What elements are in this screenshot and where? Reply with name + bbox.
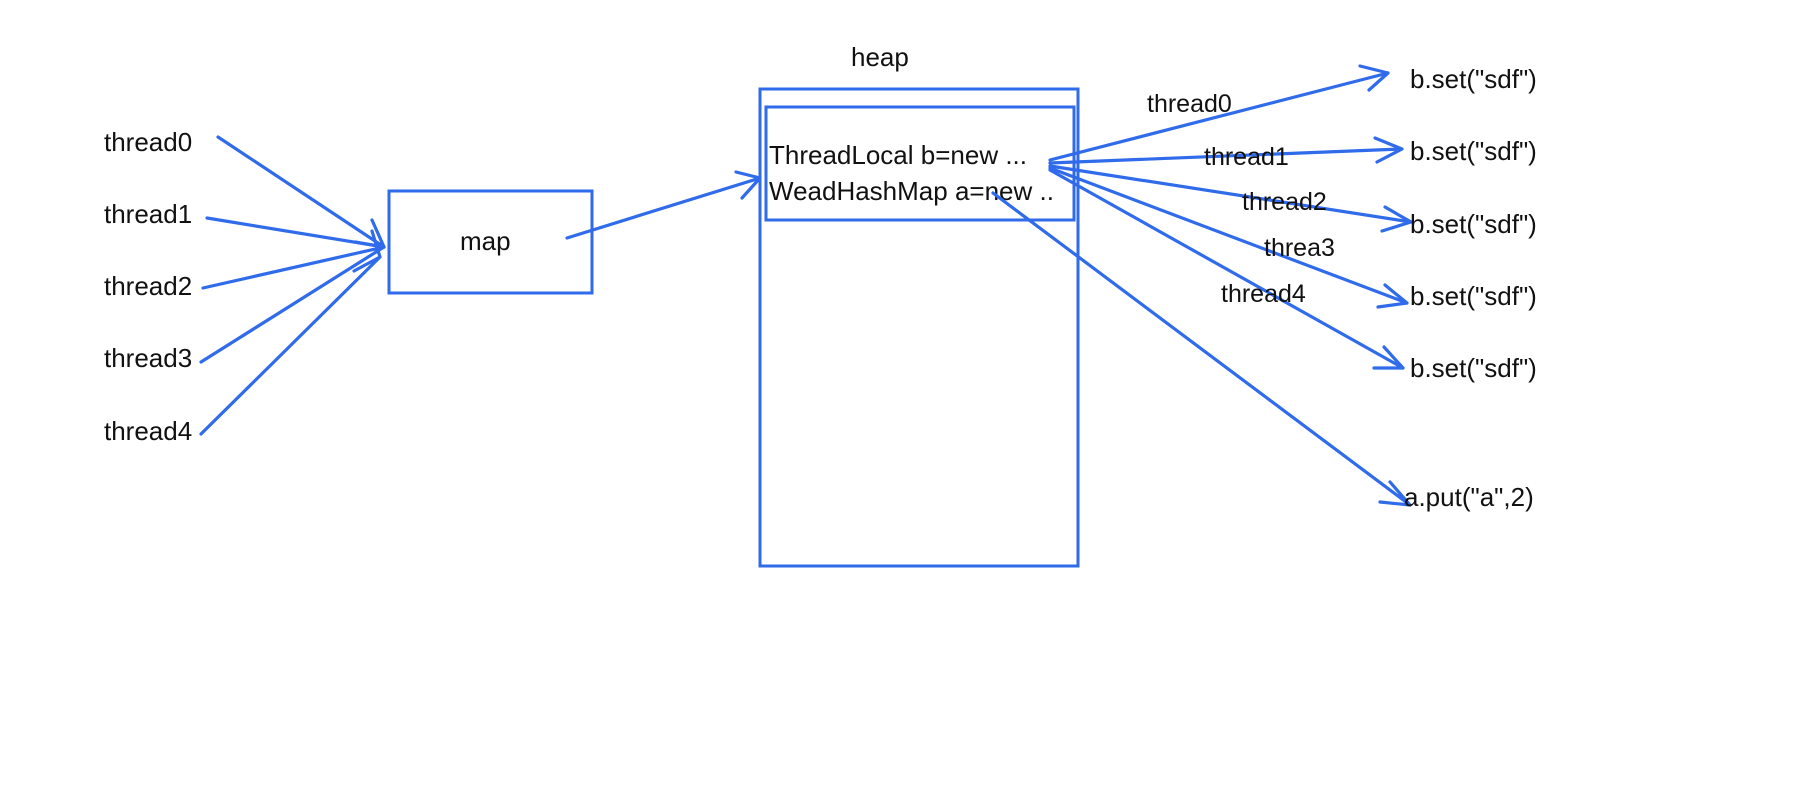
thread-label-3: thread3	[104, 343, 192, 373]
map-label: map	[460, 226, 511, 256]
heap-to-target-arrows	[991, 64, 1413, 507]
arrow-heap-to-target-0	[1048, 64, 1390, 162]
heap-title: heap	[851, 42, 909, 72]
arrow-heap-to-target-5	[991, 191, 1412, 507]
arrow-heap-to-target-2	[1048, 164, 1413, 233]
arrow-map-to-heap	[565, 170, 762, 240]
target-bset-1: b.set("sdf")	[1410, 136, 1537, 166]
thread-label-2: thread2	[104, 271, 192, 301]
target-aput: a.put("a",2)	[1404, 482, 1534, 512]
arrow-heap-to-target-1	[1048, 136, 1404, 165]
thread-to-map-arrows	[199, 135, 386, 436]
thread-label-4: thread4	[104, 416, 192, 446]
edge-label-thread4: thread4	[1221, 280, 1306, 308]
heap-line-threadlocal: ThreadLocal b=new ...	[769, 140, 1027, 170]
heap-line-weakhashmap: WeadHashMap a=new ..	[769, 176, 1054, 206]
heap-box	[758, 87, 1080, 568]
arrow-thread2-to-map	[201, 245, 386, 290]
arrow-thread3-to-map	[199, 245, 386, 364]
target-bset-3: b.set("sdf")	[1410, 281, 1537, 311]
target-bset-4: b.set("sdf")	[1410, 353, 1537, 383]
arrow-heap-to-target-3	[1048, 166, 1409, 309]
arrow-thread0-to-map	[216, 135, 386, 249]
edge-label-thread3: threa3	[1264, 234, 1335, 262]
target-bset-0: b.set("sdf")	[1410, 64, 1537, 94]
arrow-thread4-to-map	[199, 229, 382, 436]
map-box	[387, 189, 594, 295]
arrow-heap-to-target-4	[1048, 168, 1405, 370]
thread-label-1: thread1	[104, 199, 192, 229]
thread-label-0: thread0	[104, 127, 192, 157]
edge-label-thread0: thread0	[1147, 90, 1232, 118]
target-bset-2: b.set("sdf")	[1410, 209, 1537, 239]
arrow-thread1-to-map	[205, 216, 386, 249]
edge-label-thread1: thread1	[1204, 143, 1289, 171]
edge-label-thread2: thread2	[1242, 188, 1327, 216]
